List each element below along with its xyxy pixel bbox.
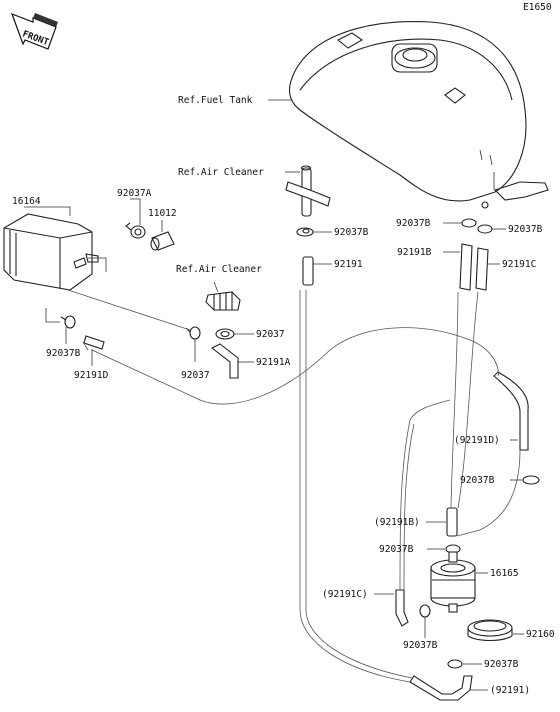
cap-11012 (150, 231, 175, 251)
label-92191a: 92191A (256, 357, 291, 368)
label-92160: 92160 (526, 629, 555, 640)
label-92037b-r3: 92037B (460, 475, 495, 486)
label-92191-paren: (92191) (490, 685, 530, 696)
clamp-92037b-r1 (461, 218, 477, 228)
clamp-92037b-r2 (477, 224, 493, 234)
label-92037b-r4: 92037B (484, 659, 519, 670)
label-ref-fuel-tank: Ref.Fuel Tank (178, 95, 253, 106)
label-92037b-r2: 92037B (508, 224, 543, 235)
label-ref-air-cleaner-2: Ref.Air Cleaner (176, 264, 262, 275)
hose-92191c (475, 247, 489, 291)
clamp-92037-1 (215, 328, 235, 340)
label-16164: 16164 (12, 196, 41, 207)
hose-routing (67, 289, 521, 683)
hose-92191 (302, 256, 314, 286)
canister (3, 213, 99, 291)
hose-92191b (459, 243, 473, 291)
label-ref-air-cleaner-1: Ref.Air Cleaner (178, 167, 264, 178)
label-92191d: 92191D (74, 370, 109, 381)
fuel-pump-16165 (430, 551, 476, 613)
label-92037b-left: 92037B (46, 348, 81, 359)
clamp-92037b-r4 (447, 659, 463, 669)
hose-92191c-lower (395, 589, 409, 627)
label-11012: 11012 (148, 208, 177, 219)
label-92037b-1: 92037B (334, 227, 369, 238)
hose-92191b-lower (446, 507, 458, 537)
label-92037a: 92037A (117, 188, 152, 199)
clamp-92037b-r3 (522, 475, 540, 485)
clamp-92037b-bottom (419, 604, 431, 618)
label-92191b-paren: (92191B) (374, 517, 420, 528)
label-92191d-paren: (92191D) (454, 435, 500, 446)
label-16165: 16165 (490, 568, 519, 579)
fuel-tank (288, 20, 549, 209)
band-92160 (467, 619, 513, 642)
label-92191c: 92191C (502, 259, 536, 270)
label-92037-2: 92037 (181, 370, 210, 381)
label-92037b-r1: 92037B (396, 218, 431, 229)
label-92037b-pump: 92037B (379, 544, 414, 555)
t-fitting (285, 165, 331, 217)
hose-92191-bottom (409, 675, 473, 701)
leader-lines (24, 99, 524, 691)
clamp-92037b-upper (296, 227, 314, 237)
front-arrow-icon: FRONT (10, 12, 58, 50)
label-92037b-bottom: 92037B (403, 640, 438, 651)
label-92037-1: 92037 (256, 329, 285, 340)
diagram-id: E1650 (523, 2, 552, 13)
clamp-92037b-left (60, 315, 76, 329)
air-cleaner-fitting (205, 291, 241, 311)
label-92191: 92191 (334, 259, 363, 270)
hose-92191d-short (83, 335, 105, 350)
label-92191c-paren: (92191C) (322, 589, 368, 600)
hose-92191d-curved (493, 371, 529, 451)
label-92191b: 92191B (397, 247, 432, 258)
clamp-92037a (125, 222, 146, 239)
clamp-92037-2 (185, 326, 201, 340)
hose-92191a (210, 343, 239, 379)
